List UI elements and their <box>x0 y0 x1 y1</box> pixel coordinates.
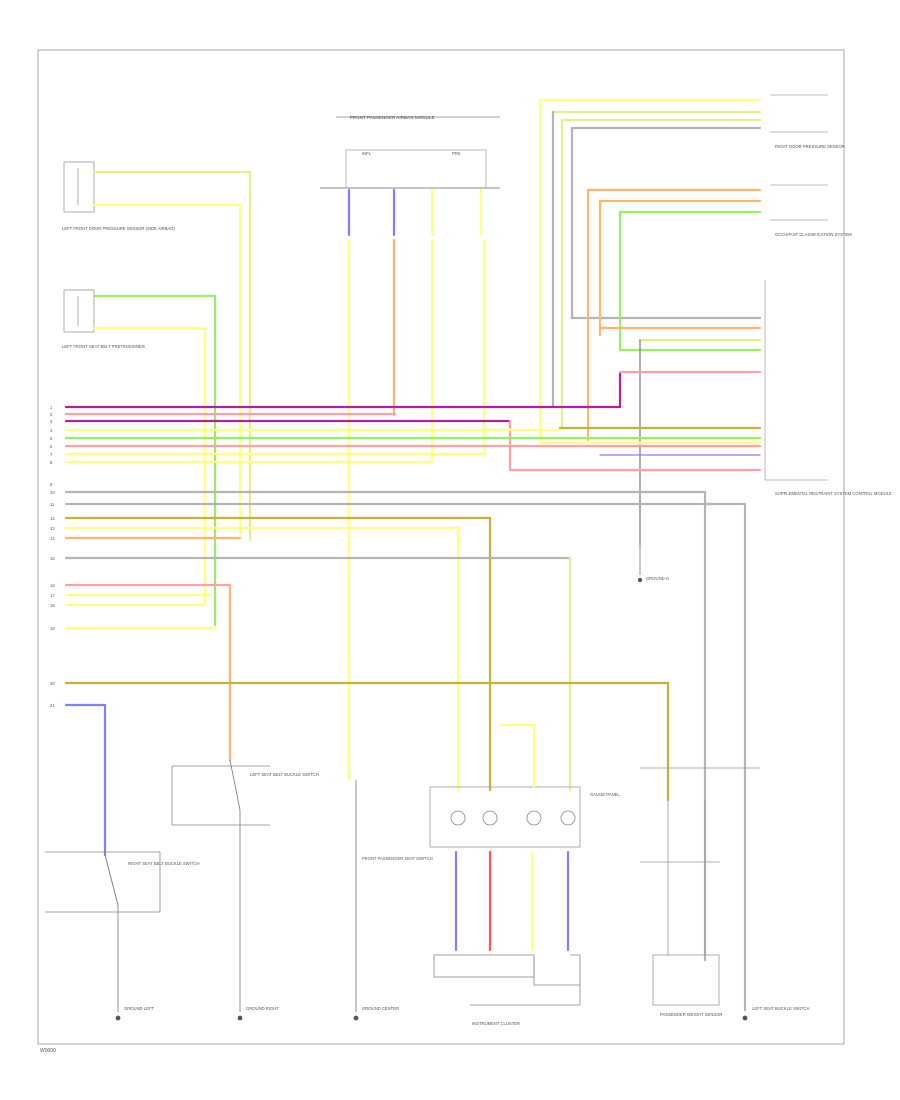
svg-text:11: 11 <box>50 502 55 507</box>
right-seat-belt-switch: RIGHT SEAT BELT BUCKLE SWITCH <box>45 851 200 913</box>
right-door-sensor-label: RIGHT DOOR PRESSURE SENSOR <box>775 144 845 149</box>
diagram-border <box>37 49 845 1045</box>
left-front-seat-belt: LEFT FRONT SEAT BELT PRETENSIONER <box>62 289 145 349</box>
svg-text:17: 17 <box>50 593 55 598</box>
gauge-panel-label: GAUGE PANEL <box>590 792 620 797</box>
left-front-seat-belt-label: LEFT FRONT SEAT BELT PRETENSIONER <box>62 344 145 349</box>
svg-text:9: 9 <box>50 482 53 487</box>
svg-text:14: 14 <box>50 536 55 541</box>
diagram-id: W0000 <box>40 1048 56 1054</box>
ground-symbol-1: GROUND G <box>637 545 669 583</box>
left-seat-belt-switch: LEFT SEAT BELT BUCKLE SWITCH <box>171 765 319 826</box>
occupant-classification-label: OCCUPANT CLASSIFICATION SYSTEM <box>775 232 852 237</box>
instrument-cluster: INSTRUMENT CLUSTER <box>433 954 581 1026</box>
svg-text:21: 21 <box>50 703 55 708</box>
ground-label-1: GROUND G <box>646 576 669 581</box>
svg-text:PRE: PRE <box>452 151 461 156</box>
left-seat-belt-switch-label: LEFT SEAT BELT BUCKLE SWITCH <box>250 772 319 777</box>
svg-text:8: 8 <box>50 460 53 465</box>
ground-left-label: GROUND LEFT <box>124 1006 154 1011</box>
left-front-door-sensor: LEFT FRONT DOOR PRESSURE SENSOR (SIDE AI… <box>62 161 176 231</box>
svg-text:13: 13 <box>50 526 55 531</box>
svg-text:10: 10 <box>50 490 55 495</box>
ground-dot-4 <box>742 1015 748 1021</box>
ground-dot-1 <box>115 1015 121 1021</box>
passenger-weight-sensor-label: PASSENGER WEIGHT SENSOR <box>660 1012 722 1017</box>
ground-center-label: GROUND CENTER <box>362 1006 399 1011</box>
svg-text:5: 5 <box>50 436 53 441</box>
airbag-control-unit-label: SUPPLEMENTAL RESTRAINT SYSTEM CONTROL MO… <box>775 491 892 496</box>
passenger-seat-switch-label: FRONT PASSENGER SEAT SWITCH <box>362 856 433 861</box>
wire-rsb <box>104 854 119 906</box>
right-door-sensor: RIGHT DOOR PRESSURE SENSOR <box>770 94 845 149</box>
passenger-weight-sensor: PASSENGER WEIGHT SENSOR <box>652 954 722 1017</box>
svg-text:15: 15 <box>50 556 55 561</box>
svg-text:3: 3 <box>50 419 53 424</box>
ground-right-label: GROUND RIGHT <box>246 1006 279 1011</box>
ground-dot-2 <box>237 1015 243 1021</box>
svg-text:19: 19 <box>50 626 55 631</box>
svg-text:1: 1 <box>50 405 53 410</box>
right-seat-belt-switch-label: RIGHT SEAT BELT BUCKLE SWITCH <box>128 861 200 866</box>
svg-text:18: 18 <box>50 603 55 608</box>
svg-text:16: 16 <box>50 583 55 588</box>
svg-text:12: 12 <box>50 516 55 521</box>
svg-text:6: 6 <box>50 444 53 449</box>
airbag-control-unit: SUPPLEMENTAL RESTRAINT SYSTEM CONTROL MO… <box>764 280 892 496</box>
svg-text:INFL: INFL <box>362 151 372 156</box>
svg-text:4: 4 <box>50 428 53 433</box>
svg-text:7: 7 <box>50 452 53 457</box>
wire-lsbs <box>229 759 241 811</box>
gauge-panel: GAUGE PANEL <box>429 786 620 848</box>
front-passenger-module: FRONT PASSENGER AIRBAG MODULE INFL PRE <box>320 115 500 189</box>
svg-text:2: 2 <box>50 412 53 417</box>
passenger-seat-switch: FRONT PASSENGER SEAT SWITCH <box>362 856 433 861</box>
ground-dot-3 <box>353 1015 359 1021</box>
left-front-door-sensor-label: LEFT FRONT DOOR PRESSURE SENSOR (SIDE AI… <box>62 226 176 231</box>
occupant-classification: OCCUPANT CLASSIFICATION SYSTEM <box>770 184 852 237</box>
front-passenger-module-label: FRONT PASSENGER AIRBAG MODULE <box>350 115 435 120</box>
instrument-cluster-label: INSTRUMENT CLUSTER <box>472 1021 520 1026</box>
svg-text:20: 20 <box>50 681 55 686</box>
left-seat-buckle-label: LEFT SEAT BUCKLE SWITCH <box>752 1006 809 1011</box>
